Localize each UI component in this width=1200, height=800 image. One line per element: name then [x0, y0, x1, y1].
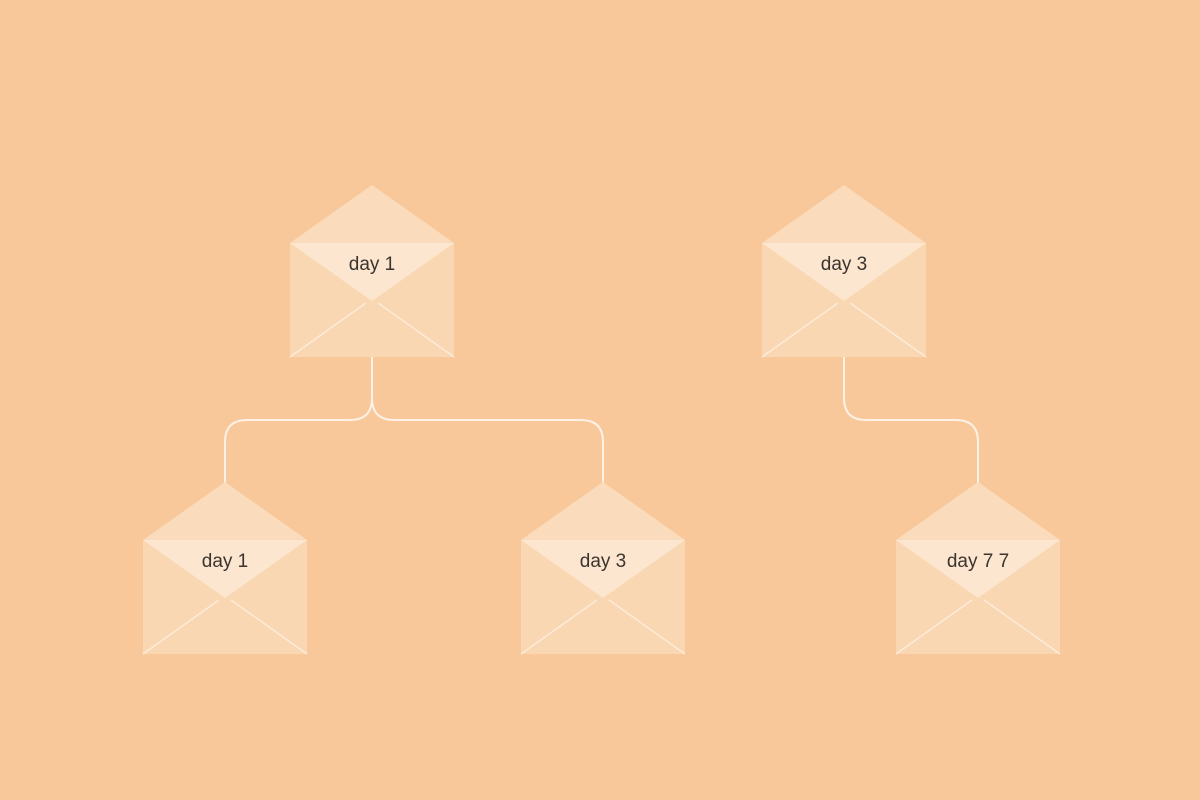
- envelope-flap: [762, 185, 926, 243]
- envelope-fold-lines: [895, 599, 1061, 655]
- envelope-card: [896, 540, 1060, 598]
- envelope-label: day 1: [202, 551, 248, 572]
- connector-root-b-to-child-b1: [843, 356, 979, 539]
- envelope-fold-lines: [289, 302, 455, 358]
- envelope-root-b: day 3: [761, 185, 927, 358]
- envelope-card: [290, 243, 454, 301]
- envelope-child-b1: day 7 7: [895, 482, 1061, 655]
- envelope-flap: [896, 482, 1060, 540]
- connector-root-a-to-child-a1: [224, 356, 373, 539]
- envelope-fold-lines: [142, 599, 308, 655]
- envelope-root-a: day 1: [289, 185, 455, 358]
- envelope-label: day 7 7: [947, 551, 1009, 572]
- envelope-flap: [521, 482, 685, 540]
- envelope-label: day 1: [349, 254, 395, 275]
- envelope-flap: [290, 185, 454, 243]
- envelope-child-a2: day 3: [520, 482, 686, 655]
- envelope-fold-lines: [761, 302, 927, 358]
- envelopes: day 1 day 3 day 1 day 3 day 7 7: [142, 185, 1061, 655]
- envelope-child-a1: day 1: [142, 482, 308, 655]
- envelope-card: [762, 243, 926, 301]
- envelope-flap: [143, 482, 307, 540]
- envelope-fold-lines: [520, 599, 686, 655]
- envelope-card: [521, 540, 685, 598]
- connector-root-a-to-child-a2: [371, 356, 604, 539]
- envelope-label: day 3: [821, 254, 867, 275]
- envelope-card: [143, 540, 307, 598]
- envelope-label: day 3: [580, 551, 626, 572]
- connectors: [224, 356, 979, 539]
